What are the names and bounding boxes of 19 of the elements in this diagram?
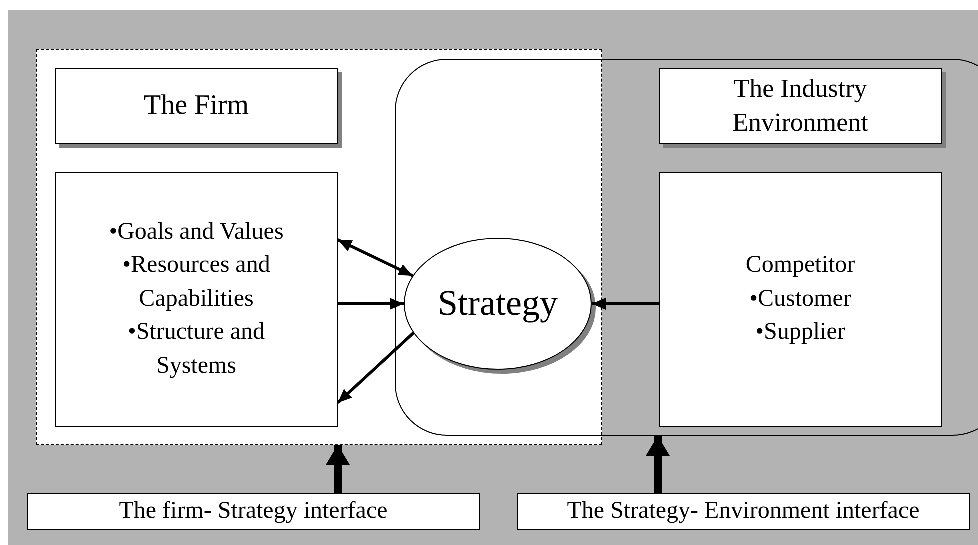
rounded-region: [395, 59, 978, 436]
arrow: [338, 298, 404, 310]
box-text: The firm- Strategy interface: [119, 497, 388, 526]
text-box: [659, 172, 942, 427]
box-text: The Industry Environment: [732, 73, 870, 139]
text-box: [517, 493, 970, 530]
box-text: Competitor •Customer •Supplier: [744, 251, 856, 348]
box-text: •Goals and Values •Resources and Capabilities •Structure and Systems: [108, 218, 285, 381]
arrow: [336, 332, 415, 404]
text-box: [27, 493, 480, 530]
arrow: [337, 238, 414, 278]
text-box: [55, 172, 338, 427]
dashed-region: [36, 49, 602, 445]
box-text: The Strategy- Environment interface: [567, 497, 920, 526]
arrow: [646, 436, 670, 493]
arrow: [326, 445, 350, 493]
arrow: [592, 298, 659, 310]
ellipse-label: Strategy: [438, 282, 558, 326]
box-text: The Firm: [144, 89, 249, 123]
